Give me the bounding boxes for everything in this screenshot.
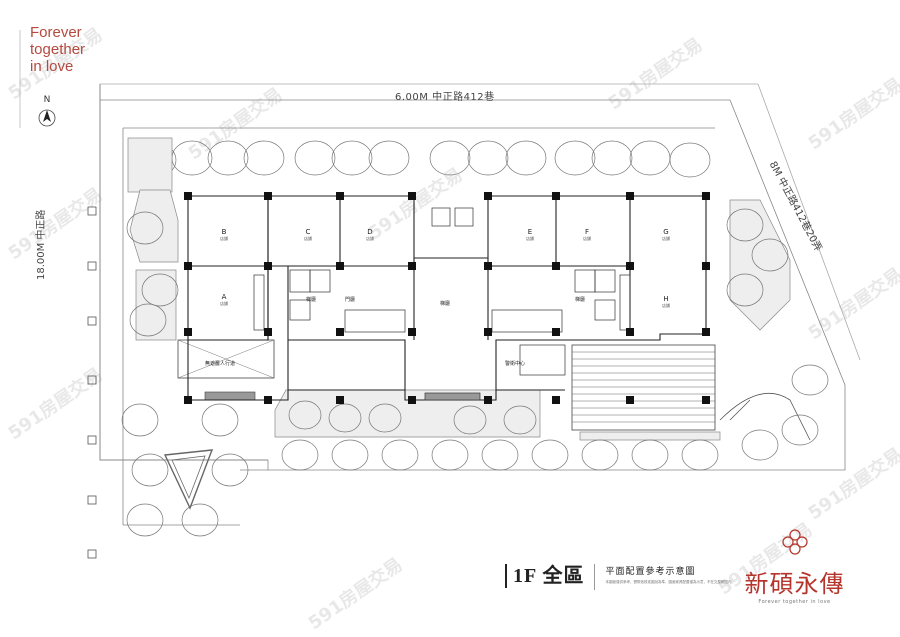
footer-divider: [594, 564, 596, 590]
clover-logo-icon: [781, 529, 808, 555]
guard-label: 警衛中心: [505, 361, 526, 367]
hall-label-left: 門廳: [345, 297, 356, 303]
brand-name: 新碩永傳: [744, 570, 845, 598]
lobby-label: 梯廳: [440, 301, 451, 307]
footer: 1F 全區 平面配置參考示意圖 本圖面僅供參考，實際依核准圖說為準，圖面家具配置…: [505, 564, 745, 590]
brand-logo: 新碩永傳 Forever together in love: [737, 528, 852, 605]
floor-title: 1F 全區: [505, 564, 584, 588]
north-label: N: [43, 95, 51, 105]
caption-title: 平面配置參考示意圖: [605, 567, 696, 577]
brand-tagline: Forever together in love: [758, 599, 831, 605]
slogan-line-3: in love: [30, 58, 74, 75]
driveway-label: 無遮簷人行道: [205, 361, 236, 367]
slogan-line-2: together: [30, 41, 86, 58]
road-label-left: 18.00M 中正路: [36, 209, 47, 280]
slogan-line-1: Forever: [30, 24, 82, 41]
caption-note: 本圖面僅供參考，實際依核准圖說為準，圖面家具配置僅為示意，不在交屋範圍內。: [605, 580, 735, 584]
north-arrow-icon: [38, 109, 56, 127]
road-label-top: 6.00M 中正路412巷: [395, 92, 495, 103]
caption: 平面配置參考示意圖 本圖面僅供參考，實際依核准圖說為準，圖面家具配置僅為示意，不…: [605, 564, 745, 585]
left-lobby-label: 梯廳: [306, 297, 317, 303]
right-lobby-label: 梯廳: [575, 297, 586, 303]
slogan: Forever together in love: [30, 24, 85, 75]
